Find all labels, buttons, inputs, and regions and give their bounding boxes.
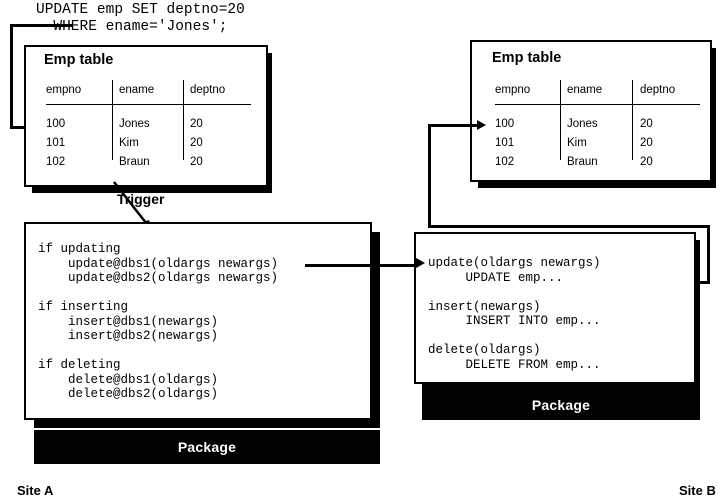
emp-table-left-title: Emp table <box>44 52 114 68</box>
emp-table-right-row1-ename: Kim <box>567 137 587 149</box>
emp-table-left-column-separator-2 <box>183 80 184 160</box>
emp-table-right-header-empno: empno <box>495 84 531 96</box>
emp-table-left-row1-ename: Kim <box>119 137 139 149</box>
emp-table-left-row2-ename: Braun <box>119 156 150 168</box>
emp-table-left-column-separator-1 <box>112 80 113 160</box>
emp-table-left-row2-deptno: 20 <box>190 156 203 168</box>
apply-connector-segment-left-vertical <box>428 124 431 227</box>
sql-statement-line1: UPDATE emp SET deptno=20 <box>36 2 245 18</box>
package-left-label-bar: Package <box>34 430 380 464</box>
emp-table-left-row0-ename: Jones <box>119 118 150 130</box>
emp-table-right-card <box>470 40 712 182</box>
apply-connector-arrowhead <box>477 120 486 130</box>
package-right-label-bar: Package <box>422 390 700 420</box>
emp-table-right-column-separator-2 <box>632 80 633 160</box>
emp-table-right-row1-empno: 101 <box>495 137 515 149</box>
emp-table-left-header-ename: ename <box>119 84 155 96</box>
apply-connector-segment-right-vertical <box>707 225 710 283</box>
package-right-code: update(oldargs newargs) UPDATE emp... in… <box>428 256 601 372</box>
sql-connector-top-segment <box>10 24 72 27</box>
emp-table-right-row0-empno: 100 <box>495 118 515 130</box>
apply-connector-segment-middle <box>428 225 710 228</box>
package-right-entry-arrowhead <box>416 258 425 268</box>
emp-table-left-header-rule <box>46 104 251 105</box>
emp-table-left-card <box>24 45 268 187</box>
sql-connector-vertical-segment <box>10 24 13 129</box>
emp-table-right-title: Emp table <box>492 50 562 66</box>
dblink-connector-line <box>305 264 423 267</box>
emp-table-right-row2-deptno: 20 <box>640 156 653 168</box>
emp-table-left-row1-deptno: 20 <box>190 137 203 149</box>
emp-table-right-header-deptno: deptno <box>640 84 676 96</box>
sql-statement-line2: WHERE ename='Jones'; <box>36 19 228 35</box>
emp-table-right-header-rule <box>495 104 700 105</box>
emp-table-left-row0-empno: 100 <box>46 118 66 130</box>
emp-table-right-row2-ename: Braun <box>567 156 598 168</box>
emp-table-right-header-ename: ename <box>567 84 603 96</box>
package-left-code: if updating update@dbs1(oldargs newargs)… <box>38 242 279 401</box>
emp-table-left-header-deptno: deptno <box>190 84 226 96</box>
site-a-label: Site A <box>17 483 54 498</box>
package-right-body <box>414 232 696 384</box>
emp-table-left-row2-empno: 102 <box>46 156 66 168</box>
emp-table-right-row0-ename: Jones <box>567 118 598 130</box>
sql-connector-bottom-segment <box>10 126 36 129</box>
emp-table-left-row1-empno: 101 <box>46 137 66 149</box>
package-left-body <box>24 222 372 420</box>
emp-table-right-row1-deptno: 20 <box>640 137 653 149</box>
apply-connector-segment-top <box>428 124 480 127</box>
site-b-label: Site B <box>679 483 716 498</box>
emp-table-right-column-separator-1 <box>560 80 561 160</box>
emp-table-left-header-empno: empno <box>46 84 82 96</box>
emp-table-right-row0-deptno: 20 <box>640 118 653 130</box>
emp-table-left-row0-deptno: 20 <box>190 118 203 130</box>
emp-table-right-row2-empno: 102 <box>495 156 515 168</box>
